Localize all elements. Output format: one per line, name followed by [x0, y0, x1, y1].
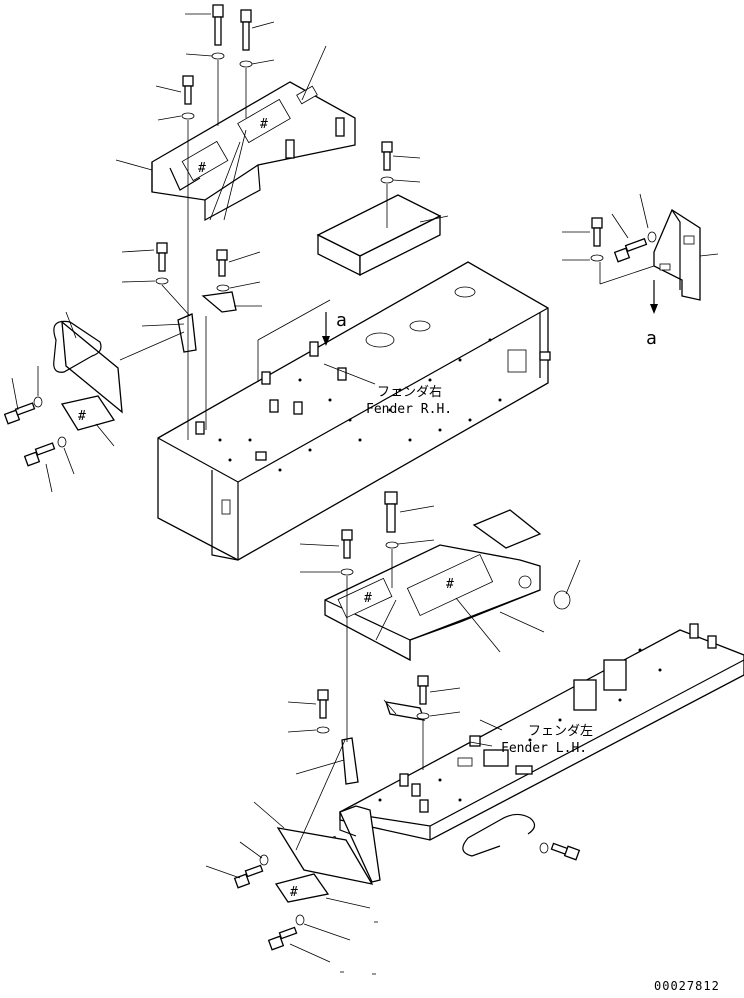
svg-text:#: #: [446, 577, 454, 592]
fender-rh-label-jp: フェンダ右: [377, 385, 442, 400]
fender-rh-label-en: Fender R.H.: [366, 402, 452, 417]
svg-text:#: #: [198, 161, 206, 176]
drawing-number: 00027812: [654, 979, 720, 993]
tool-box: [316, 194, 442, 277]
leader-lines-bottom: [205, 505, 581, 975]
ref-arrow-a-top: [322, 312, 330, 346]
fender-lh-body: #: [274, 623, 744, 903]
svg-text:#: #: [290, 885, 298, 900]
ref-label-a-right: a: [646, 328, 657, 349]
fender-lh-label-jp: フェンダ左: [528, 724, 593, 739]
fender-rh-body: [157, 261, 551, 561]
cover-plate-lower: # #: [324, 509, 571, 662]
leader-lines-top: [11, 13, 449, 493]
ref-label-a-top: a: [336, 310, 347, 331]
fender-rh-leader: [323, 363, 376, 385]
svg-text:#: #: [260, 117, 268, 132]
fender-lh-label-en: Fender L.H.: [501, 741, 587, 756]
svg-text:#: #: [364, 591, 372, 606]
svg-text:#: #: [78, 409, 86, 424]
cover-plate-upper: # #: [151, 81, 356, 222]
bolt-set-bottom: [233, 491, 581, 951]
step-bracket-rh: #: [53, 320, 123, 431]
bolt-set-top: [3, 4, 394, 467]
detail-bracket-a: [562, 193, 719, 314]
